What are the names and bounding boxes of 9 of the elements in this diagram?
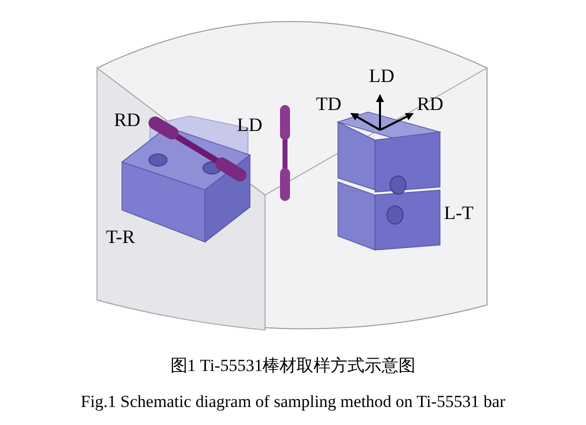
direction-label: LD xyxy=(369,67,394,87)
figure-title: 图1 Ti-55531棒材取样方式示意图 xyxy=(170,356,416,376)
direction-label: TD xyxy=(316,95,342,115)
figure-caption: Fig.1 Schematic diagram of sampling method on Ti-55531 bar xyxy=(80,392,506,412)
direction-label: T-R xyxy=(106,228,135,248)
direction-label: RD xyxy=(114,111,140,131)
direction-label: L-T xyxy=(444,204,474,224)
direction-label: RD xyxy=(417,95,444,115)
direction-label: LD xyxy=(237,116,262,136)
